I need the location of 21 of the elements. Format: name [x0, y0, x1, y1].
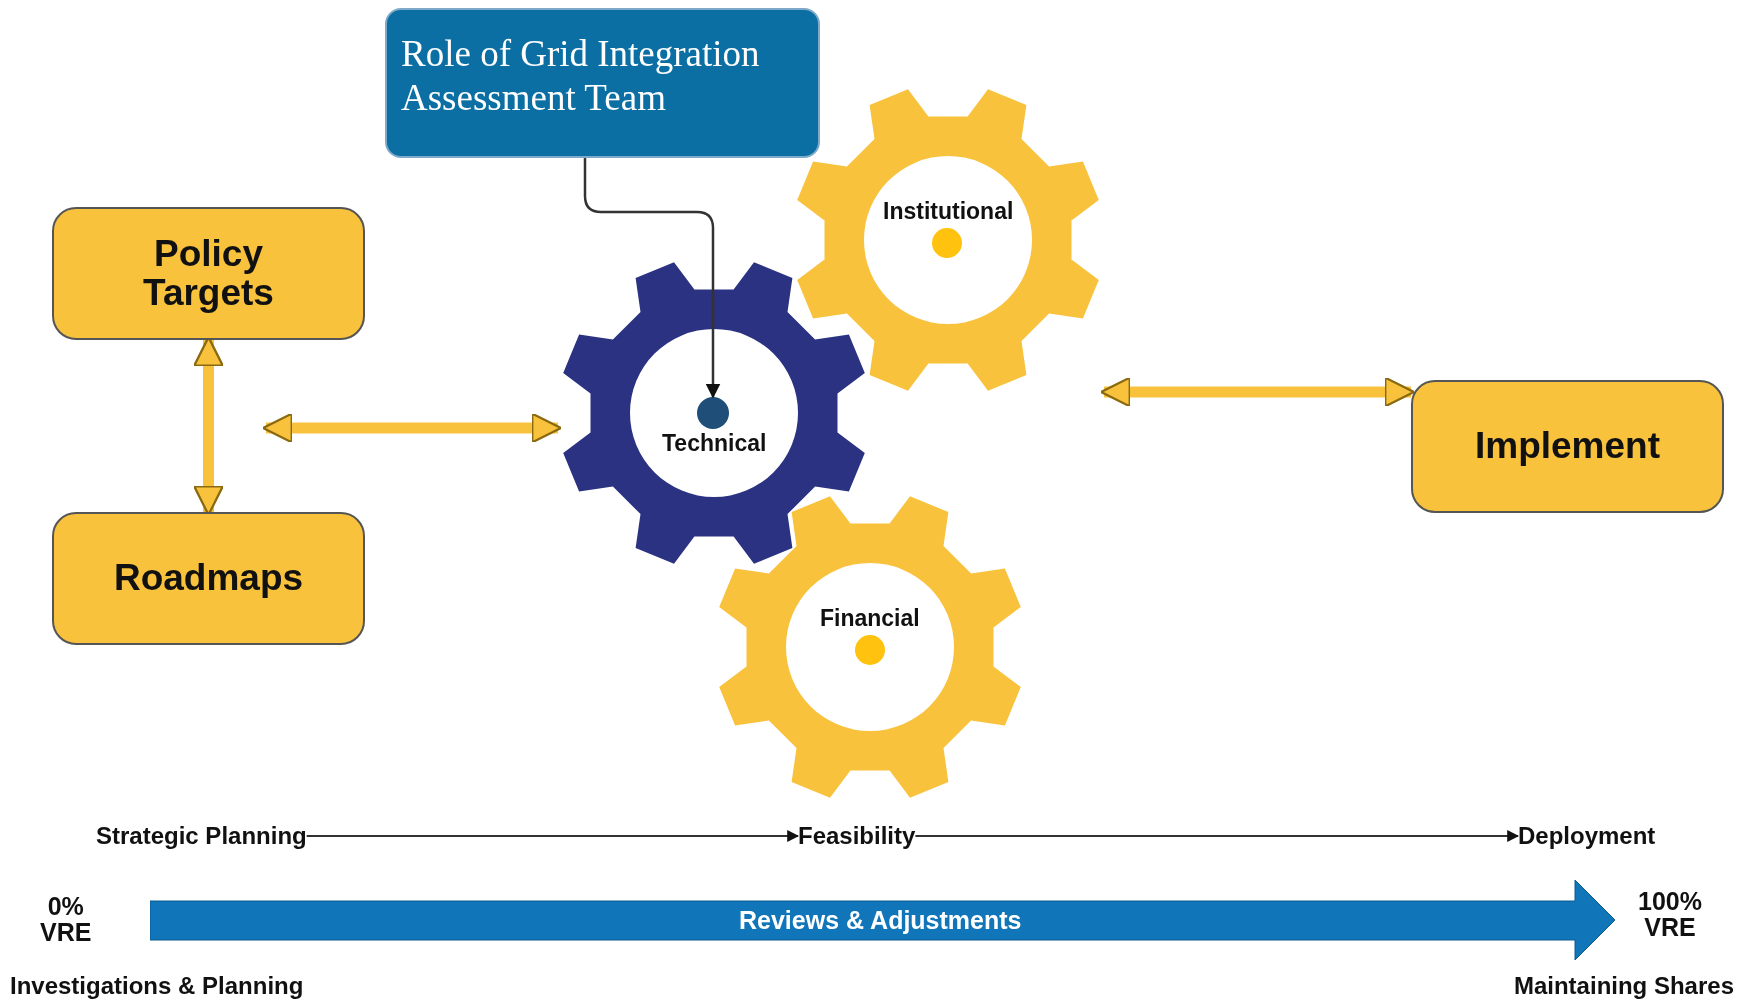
arrow [305, 830, 800, 842]
process-box: Policy Targets [52, 207, 365, 340]
axis-label: 100% VRE [1638, 888, 1702, 941]
process-box: Implement [1411, 380, 1724, 513]
stage-label: Feasibility [798, 822, 916, 850]
callout-box: Role of Grid Integration Assessment Team [385, 8, 820, 158]
double-arrow [1100, 376, 1415, 408]
arrow-label: Reviews & Adjustments [739, 905, 1022, 935]
leader-line [583, 158, 721, 399]
gear-label: Financial [820, 604, 920, 632]
double-arrow [262, 412, 562, 444]
stage-label: Deployment [1518, 822, 1656, 850]
stage-label: Strategic Planning [96, 822, 307, 850]
gear-label: Technical [662, 429, 767, 457]
arrow [914, 830, 1520, 842]
axis-label: 0% VRE [40, 893, 92, 946]
process-box: Roadmaps [52, 512, 365, 645]
gear-label: Institutional [883, 197, 1014, 225]
dot-marker [697, 397, 729, 429]
axis-label: Maintaining Shares [1513, 972, 1734, 1000]
axis-label: Investigations & Planning [10, 972, 304, 1000]
